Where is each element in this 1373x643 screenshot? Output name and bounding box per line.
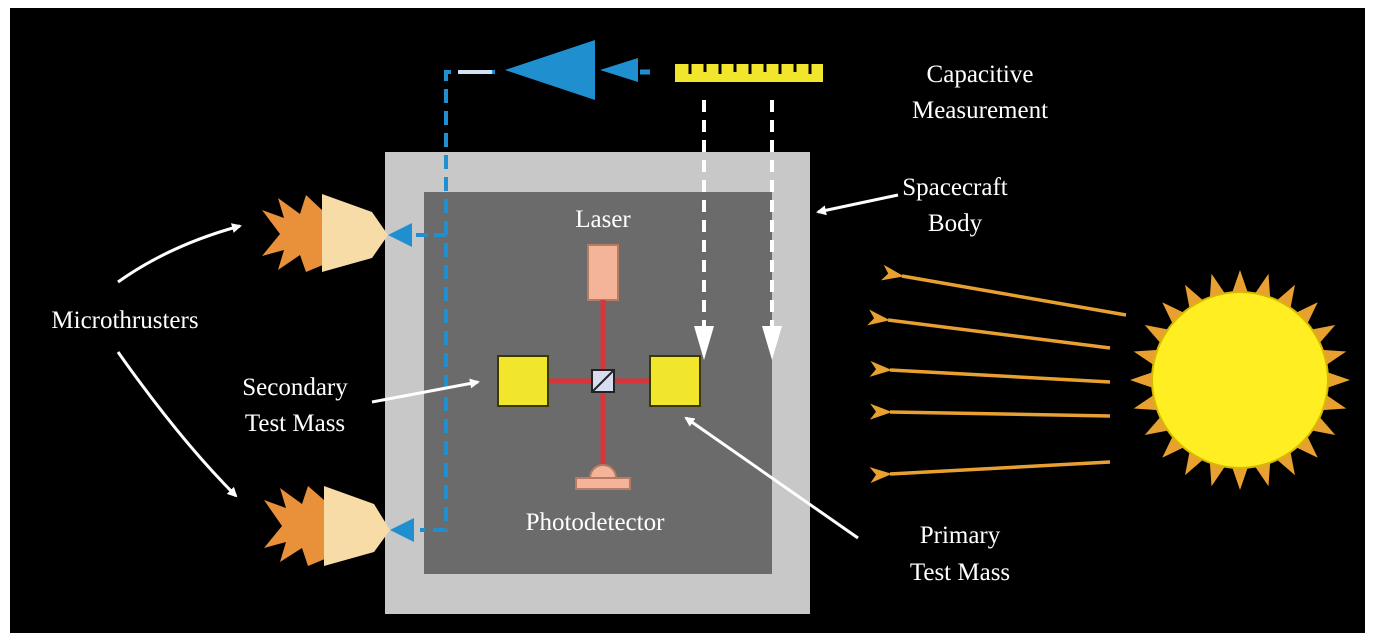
sun-icon [1130, 270, 1350, 490]
spacecraft-label-line2: Body [928, 210, 983, 237]
photodetector-icon [575, 464, 631, 490]
ruler-icon [675, 64, 823, 82]
laser-source [587, 244, 619, 301]
capacitive-readout-arrows [694, 100, 782, 360]
sun-ray [1294, 434, 1318, 458]
control-signal-path [410, 69, 650, 532]
primary-label-line1: Primary [920, 522, 1001, 549]
sun-ray [1162, 434, 1186, 458]
capacitive-label-line1: Capacitive [927, 61, 1034, 88]
microthruster-top [262, 194, 388, 272]
sunlight-rays [867, 264, 1127, 484]
capacitive-label-line2: Measurement [912, 97, 1048, 124]
microthrusters-label: Microthrusters [51, 307, 198, 334]
sun-ray [1231, 270, 1249, 295]
primary-test-mass [649, 355, 701, 407]
sun-ray [1231, 465, 1249, 490]
thruster-command-arrow-bottom-icon [390, 518, 414, 542]
amplifier-input-arrow-icon [600, 58, 638, 82]
label-pointer-arrows [116, 193, 899, 540]
secondary-label-line2: Test Mass [245, 410, 345, 437]
sun-ray [1294, 302, 1318, 326]
microthruster-bottom [264, 486, 390, 566]
secondary-test-mass [497, 355, 549, 407]
secondary-label-line1: Secondary [242, 374, 348, 401]
primary-label-line2: Test Mass [910, 559, 1010, 586]
sun-ray [1162, 302, 1186, 326]
sun-ray [1130, 371, 1155, 389]
laser-label: Laser [575, 206, 631, 233]
sun-ray [1325, 371, 1350, 389]
beam-splitter-icon [591, 369, 615, 393]
thruster-command-arrow-top-icon [388, 223, 412, 247]
amplifier-icon [505, 40, 595, 100]
photodetector-label: Photodetector [526, 509, 666, 536]
spacecraft-label-line1: Spacecraft [902, 174, 1008, 201]
